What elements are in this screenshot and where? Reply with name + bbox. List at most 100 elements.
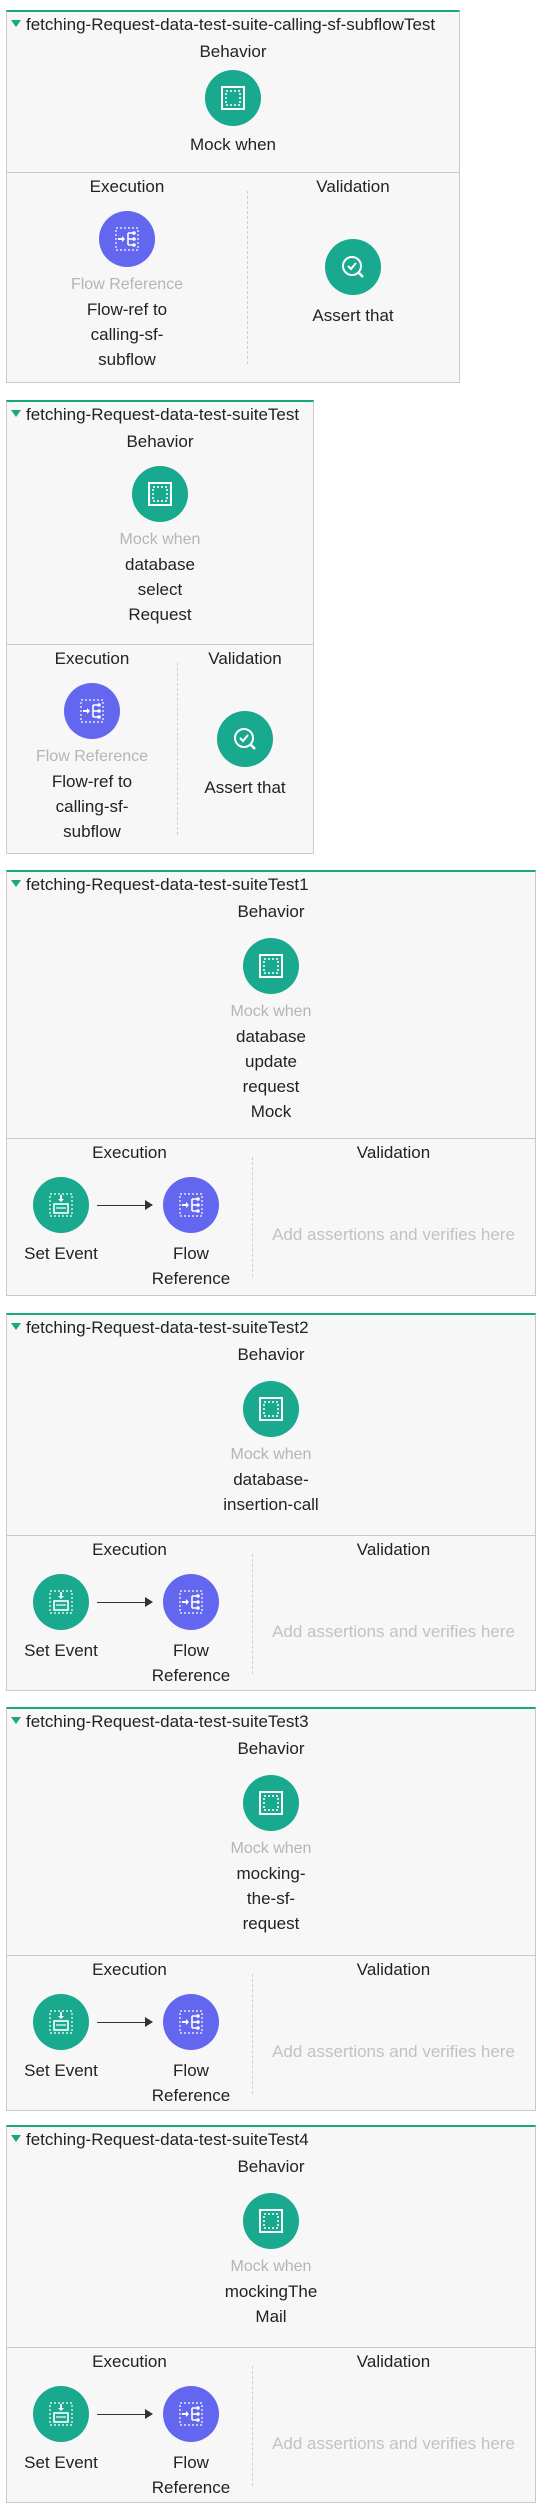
validation-section: Validation Add assertions and verifies h… xyxy=(252,1536,535,1692)
mock-when-processor[interactable] xyxy=(243,938,299,994)
suite-header[interactable]: fetching-Request-data-test-suiteTest1 xyxy=(7,872,535,898)
assertions-placeholder[interactable]: Add assertions and verifies here xyxy=(272,1225,515,1244)
test-suite-card: fetching-Request-data-test-suiteTest3 Be… xyxy=(6,1707,536,2111)
expand-triangle-icon[interactable] xyxy=(11,410,21,417)
set-event-label: Set Event xyxy=(24,1641,98,1660)
flow-reference-icon xyxy=(80,699,104,723)
suite-title: fetching-Request-data-test-suite-calling… xyxy=(26,15,436,34)
assertions-placeholder[interactable]: Add assertions and verifies here xyxy=(272,2434,515,2453)
execution-section: Execution Set Event Flow Reference xyxy=(7,1536,252,1692)
assert-that-processor[interactable] xyxy=(325,239,381,295)
assertions-placeholder[interactable]: Add assertions and verifies here xyxy=(272,1622,515,1641)
behavior-section: Behavior Mock when database update reque… xyxy=(7,898,535,1139)
test-suite-card: fetching-Request-data-test-suiteTest2 Be… xyxy=(6,1313,536,1691)
validation-title: Validation xyxy=(356,2352,431,2371)
flow-arrow xyxy=(97,1200,153,1210)
flow-reference-icon xyxy=(115,227,139,251)
flow-reference-type: Flow Reference xyxy=(70,276,184,293)
execution-validation-row: Execution Flow Reference Flow-ref to cal… xyxy=(7,645,313,853)
flow-reference-processor[interactable] xyxy=(163,1177,219,1233)
mock-when-label: database-insertion-call xyxy=(223,1470,319,1514)
expand-triangle-icon[interactable] xyxy=(11,2135,21,2142)
section-divider xyxy=(177,663,178,835)
flow-reference-processor[interactable] xyxy=(163,1574,219,1630)
set-event-processor[interactable] xyxy=(33,2386,89,2442)
mock-when-icon xyxy=(259,2209,283,2233)
flow-reference-processor[interactable] xyxy=(163,2386,219,2442)
execution-validation-row: Execution Set Event Flow Reference Valid… xyxy=(7,1956,535,2112)
execution-section: Execution Set Event Flow Reference xyxy=(7,2348,252,2504)
flow-reference-processor[interactable] xyxy=(163,1994,219,2050)
behavior-section: Behavior Mock when xyxy=(7,38,459,173)
set-event-node: Set Event xyxy=(17,1994,105,2083)
validation-section: Validation Add assertions and verifies h… xyxy=(252,2348,535,2504)
mock-when-icon xyxy=(259,954,283,978)
set-event-processor[interactable] xyxy=(33,1994,89,2050)
flow-reference-label: Flow-ref to calling-sf-subflow xyxy=(51,772,133,841)
behavior-section: Behavior Mock when mocking-the-sf-reques… xyxy=(7,1735,535,1956)
execution-section: Execution Set Event Flow Reference xyxy=(7,1956,252,2112)
execution-title: Execution xyxy=(92,2352,167,2371)
mock-when-processor[interactable] xyxy=(243,2193,299,2249)
mock-when-processor[interactable] xyxy=(243,1381,299,1437)
section-divider xyxy=(252,1157,253,1277)
set-event-processor[interactable] xyxy=(33,1177,89,1233)
test-suite-card: fetching-Request-data-test-suite-calling… xyxy=(6,10,460,383)
mock-when-processor[interactable] xyxy=(243,1775,299,1831)
expand-triangle-icon[interactable] xyxy=(11,880,21,887)
mock-when-icon xyxy=(259,1397,283,1421)
validation-section: Validation Add assertions and verifies h… xyxy=(252,1139,535,1295)
suite-header[interactable]: fetching-Request-data-test-suiteTest3 xyxy=(7,1709,535,1735)
flow-reference-node: Flow Reference xyxy=(149,1994,233,2108)
flow-reference-node: Flow Reference xyxy=(149,1574,233,1688)
set-event-node: Set Event xyxy=(17,1574,105,1663)
flow-reference-processor[interactable] xyxy=(99,211,155,267)
set-event-icon xyxy=(49,2010,73,2034)
validation-title: Validation xyxy=(356,1143,431,1162)
assert-that-icon xyxy=(342,256,364,278)
flow-reference-processor[interactable] xyxy=(64,683,120,739)
section-divider xyxy=(252,2366,253,2486)
execution-section: Execution Flow Reference Flow-ref to cal… xyxy=(7,173,247,382)
assert-that-processor[interactable] xyxy=(217,711,273,767)
suite-title: fetching-Request-data-test-suiteTest xyxy=(26,405,300,424)
suite-header[interactable]: fetching-Request-data-test-suiteTest2 xyxy=(7,1315,535,1341)
validation-title: Validation xyxy=(316,177,390,196)
behavior-title: Behavior xyxy=(126,432,194,451)
execution-section: Execution Set Event Flow Reference xyxy=(7,1139,252,1295)
set-event-icon xyxy=(49,1193,73,1217)
suite-title: fetching-Request-data-test-suiteTest2 xyxy=(26,1318,309,1337)
expand-triangle-icon[interactable] xyxy=(11,1717,21,1724)
flow-reference-icon xyxy=(179,2402,203,2426)
assert-that-label: Assert that xyxy=(312,306,394,325)
flow-reference-node: Flow Reference xyxy=(149,2386,233,2500)
section-divider xyxy=(252,1554,253,1674)
validation-section: Validation Add assertions and verifies h… xyxy=(252,1956,535,2112)
mock-when-icon xyxy=(148,482,172,506)
validation-title: Validation xyxy=(356,1960,431,1979)
mock-when-type: Mock when xyxy=(230,1003,312,1020)
mock-when-type: Mock when xyxy=(230,1840,312,1857)
mock-when-processor[interactable] xyxy=(205,70,261,126)
flow-reference-label: Flow Reference xyxy=(151,1641,231,1685)
execution-validation-row: Execution Set Event Flow Reference Valid… xyxy=(7,2348,535,2504)
validation-section: Validation Assert that xyxy=(247,173,459,382)
suite-header[interactable]: fetching-Request-data-test-suiteTest xyxy=(7,402,313,428)
suite-header[interactable]: fetching-Request-data-test-suite-calling… xyxy=(7,12,459,38)
flow-reference-icon xyxy=(179,1590,203,1614)
section-divider xyxy=(247,191,248,364)
set-event-processor[interactable] xyxy=(33,1574,89,1630)
test-suite-card: fetching-Request-data-test-suiteTest Beh… xyxy=(6,400,314,854)
execution-title: Execution xyxy=(92,1143,167,1162)
expand-triangle-icon[interactable] xyxy=(11,1323,21,1330)
test-suite-card: fetching-Request-data-test-suiteTest1 Be… xyxy=(6,870,536,1296)
expand-triangle-icon[interactable] xyxy=(11,20,21,27)
flow-arrow xyxy=(97,1597,153,1607)
flow-reference-type: Flow Reference xyxy=(35,748,149,765)
flow-reference-icon xyxy=(179,2010,203,2034)
test-suite-card: fetching-Request-data-test-suiteTest4 Be… xyxy=(6,2125,536,2503)
suite-header[interactable]: fetching-Request-data-test-suiteTest4 xyxy=(7,2127,535,2153)
assertions-placeholder[interactable]: Add assertions and verifies here xyxy=(272,2042,515,2061)
mock-when-processor[interactable] xyxy=(132,466,188,522)
execution-section: Execution Flow Reference Flow-ref to cal… xyxy=(7,645,177,853)
